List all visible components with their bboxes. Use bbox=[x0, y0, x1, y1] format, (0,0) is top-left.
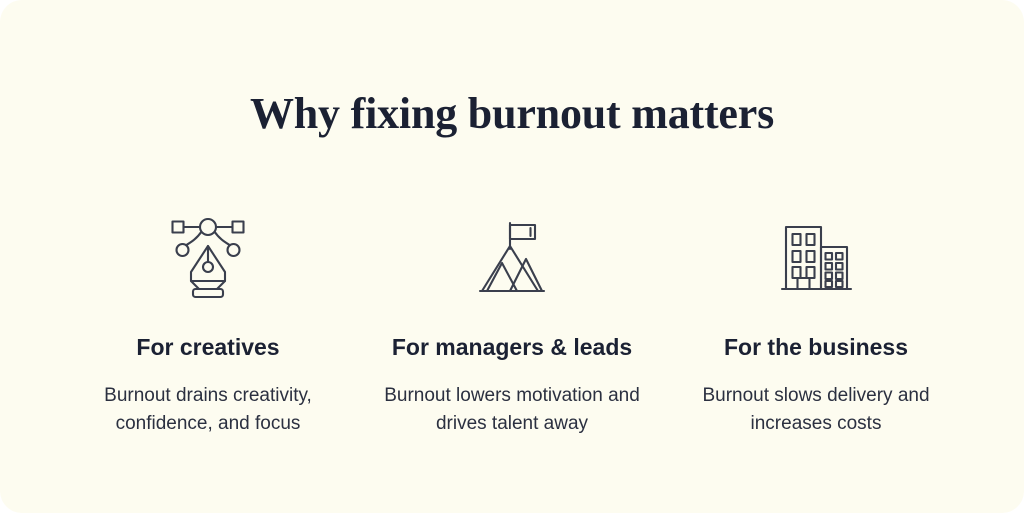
pen-tool-icon bbox=[160, 210, 256, 306]
benefit-heading: For creatives bbox=[136, 334, 280, 360]
benefit-body: Burnout drains creativity, confidence, a… bbox=[104, 384, 312, 434]
benefit-columns: For creatives Burnout drains creativity,… bbox=[0, 210, 1024, 438]
benefit-heading: For the business bbox=[723, 334, 909, 360]
benefit-column-creatives: For creatives Burnout drains creativity,… bbox=[56, 210, 360, 438]
page-title: Why fixing burnout matters bbox=[249, 89, 775, 138]
benefit-heading: For managers & leads bbox=[391, 334, 633, 360]
office-building-icon bbox=[768, 210, 864, 306]
benefit-body: Burnout slows delivery and increases cos… bbox=[702, 384, 930, 434]
mountain-flag-icon bbox=[464, 210, 560, 306]
benefit-body: Burnout lowers motivation and drives tal… bbox=[384, 384, 640, 434]
benefit-column-business: For the business Burnout slows delivery … bbox=[664, 210, 968, 438]
benefit-column-managers: For managers & leads Burnout lowers moti… bbox=[360, 210, 664, 438]
